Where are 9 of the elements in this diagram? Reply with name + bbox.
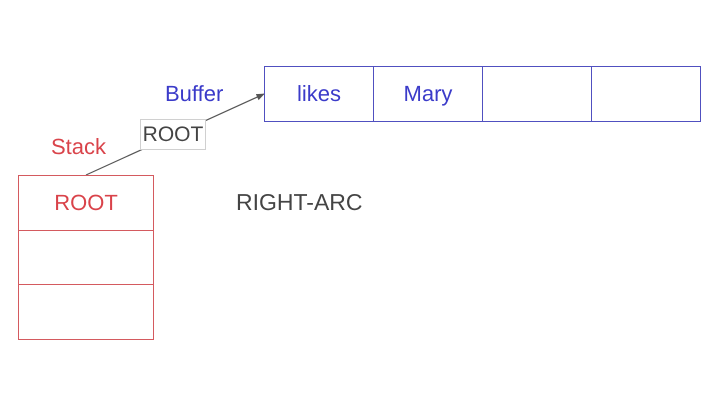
buffer-cell: likes [264, 66, 374, 122]
heading: Buffer [165, 83, 224, 105]
buffer-cell: Mary [373, 66, 483, 122]
empty-stack-cell [18, 284, 154, 340]
stack-cell: ROOT [18, 175, 154, 231]
operation-label: RIGHT-ARC [236, 191, 362, 214]
empty-stack-cell [18, 230, 154, 285]
edge-label: ROOT [140, 119, 206, 150]
heading: Stack [51, 136, 106, 158]
